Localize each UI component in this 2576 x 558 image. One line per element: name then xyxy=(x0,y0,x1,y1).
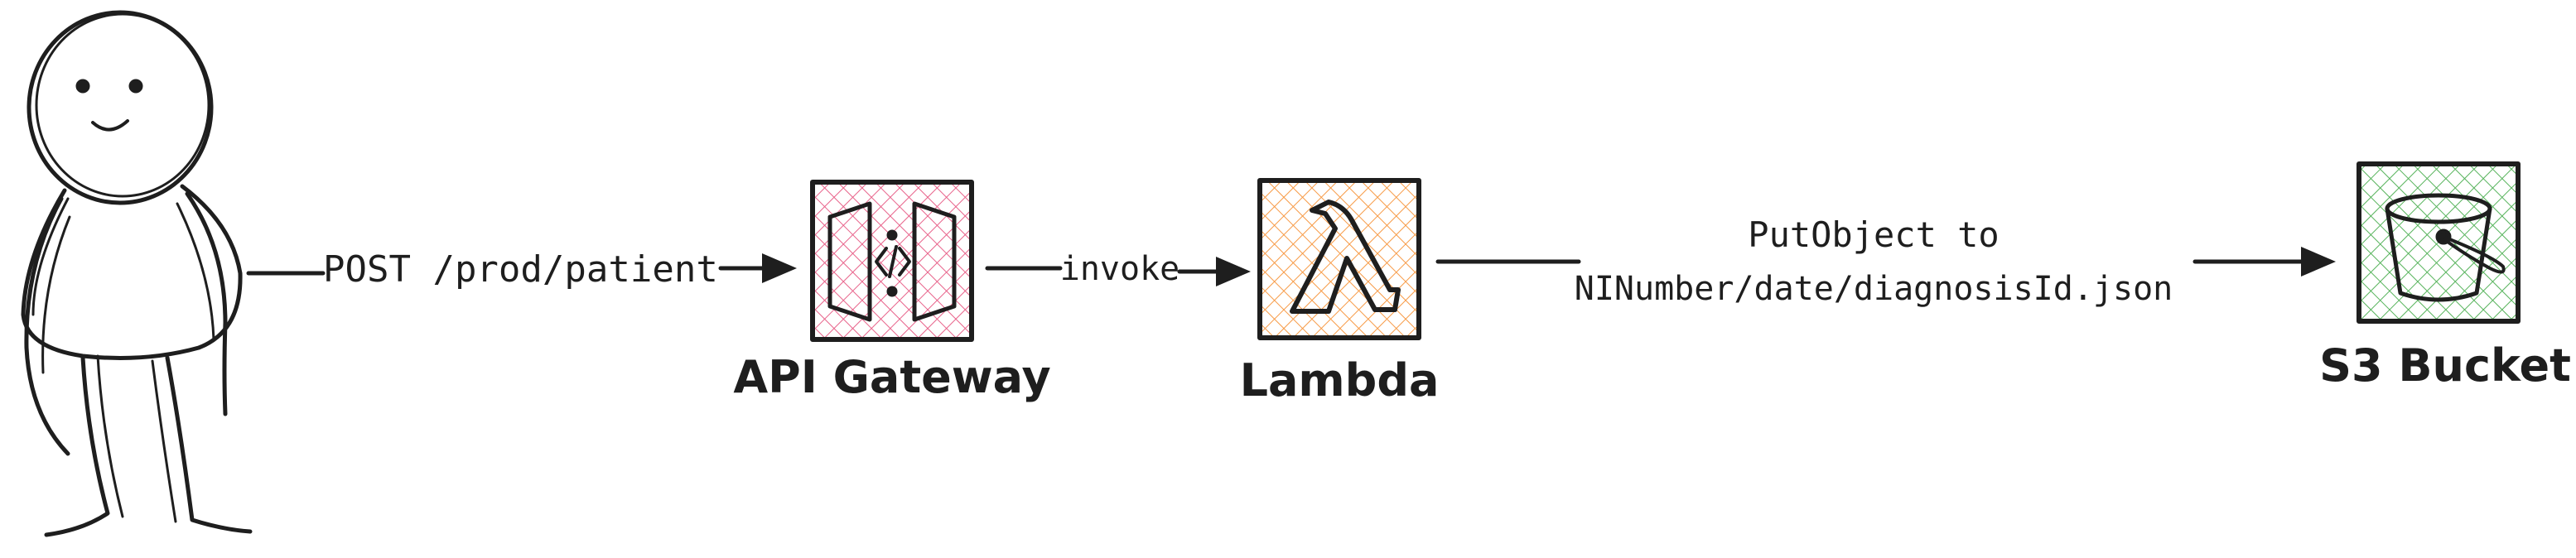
edge-post-arrowhead xyxy=(762,253,797,283)
lambda-icon xyxy=(1290,200,1401,314)
bucket-icon xyxy=(2385,193,2506,302)
user-left-arm xyxy=(24,196,70,456)
edge-put-object-arrowhead xyxy=(2301,247,2336,277)
edge-invoke-arrowhead xyxy=(1216,257,1251,286)
node-s3: S3 Bucket xyxy=(2319,161,2571,392)
edge-put-object-label-line2: NINumber/date/diagnosisId.json xyxy=(1575,270,2173,308)
api-gateway-icon xyxy=(827,201,957,322)
edge-post: POST /prod/patient xyxy=(246,248,797,291)
user-right-arm xyxy=(185,191,228,416)
edge-post-label: POST /prod/patient xyxy=(323,248,718,291)
user-body xyxy=(21,184,243,360)
node-api-gateway: API Gateway xyxy=(733,180,1051,403)
user-figure xyxy=(21,10,253,537)
edge-put-object: PutObject to NINumber/date/diagnosisId.j… xyxy=(1435,214,2336,308)
user-left-leg xyxy=(44,355,110,537)
user-head xyxy=(27,10,214,205)
edge-invoke-label: invoke xyxy=(1060,250,1180,288)
edge-invoke: invoke xyxy=(985,250,1251,288)
user-right-leg xyxy=(165,355,253,534)
node-api-gateway-label: API Gateway xyxy=(733,351,1050,403)
edge-put-object-label-line1: PutObject to xyxy=(1748,214,1999,255)
node-lambda: Lambda xyxy=(1240,178,1440,406)
node-s3-label: S3 Bucket xyxy=(2319,339,2571,392)
node-lambda-label: Lambda xyxy=(1240,354,1440,406)
